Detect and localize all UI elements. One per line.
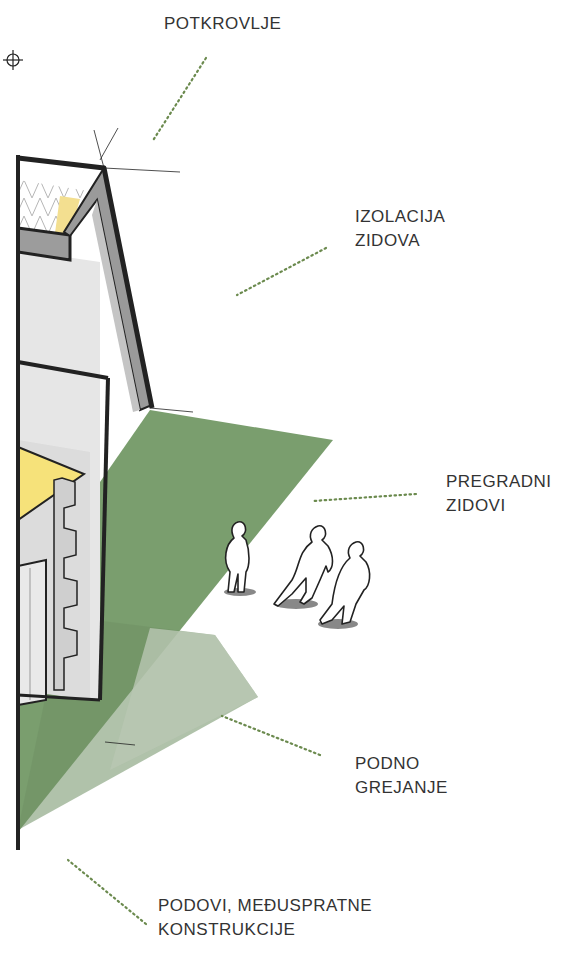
callout-label: IZOLACIJA ZIDOVA (355, 205, 475, 253)
partition-wall (54, 478, 77, 690)
outer-wall-line (100, 378, 108, 700)
floor-heating-plane-light (110, 628, 258, 770)
wall-face (18, 250, 100, 700)
people-figures (224, 522, 370, 629)
door-frame (18, 560, 46, 705)
house-edge (16, 155, 20, 850)
roof-outline (18, 158, 152, 408)
floor-slab (18, 362, 108, 378)
callout-label: PREGRADNI ZIDOVI (446, 470, 564, 518)
callout-label: POTKROVLJE (164, 12, 364, 36)
register-mark (3, 50, 23, 70)
callout-label: PODNO GREJANJE (355, 752, 485, 800)
callout-label: PODOVI, MEĐUSPRATNE KONSTRUKCIJE (158, 894, 448, 942)
attic-ceiling (18, 228, 70, 260)
ground-plane (18, 410, 333, 832)
